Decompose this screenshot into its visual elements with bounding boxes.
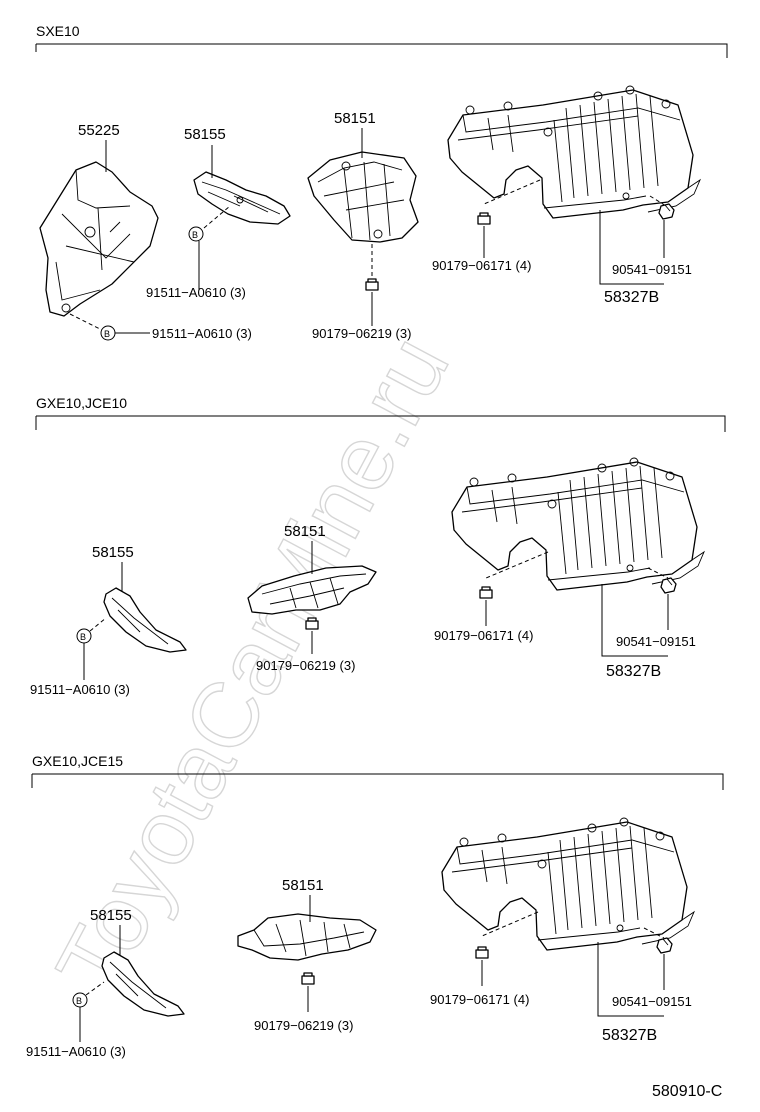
label-58155: 58155	[92, 544, 134, 561]
part-58151-insulator	[247, 565, 377, 615]
section-gxe10-jce15: GXE10,JCE15 58155 B 91511−A0610 (3) 5815…	[26, 753, 724, 1059]
label-58327b: 58327B	[602, 1027, 657, 1044]
section-sxe10: SXE10 55225 58155 B 91511−A0610 (3)	[35, 23, 728, 341]
section-header: SXE10	[36, 23, 80, 39]
clip-b-marker: B	[104, 329, 110, 339]
part-58151-insulator	[237, 913, 377, 961]
part-58155-shield	[193, 171, 291, 225]
label-clip-91511-a: 91511−A0610 (3)	[146, 285, 246, 300]
label-nut-90179-06171: 90179−06171 (4)	[432, 258, 531, 273]
part-58155-shield	[103, 587, 187, 653]
clip-b-marker: B	[192, 230, 198, 240]
label-clip-91511-b: 91511−A0610 (3)	[152, 326, 252, 341]
label-nut-90179-06219: 90179−06219 (3)	[312, 326, 411, 341]
label-58327b: 58327B	[606, 663, 661, 680]
clip-b-marker: B	[76, 996, 82, 1006]
label-nut-90179-06171: 90179−06171 (4)	[434, 628, 533, 643]
label-bolt-90541: 90541−09151	[612, 262, 692, 277]
part-58327b-cover	[441, 817, 695, 951]
label-nut-90179-06219: 90179−06219 (3)	[254, 1018, 353, 1033]
section-header: GXE10,JCE15	[32, 753, 123, 769]
label-55225: 55225	[78, 122, 120, 139]
part-58155-shield	[101, 951, 185, 1017]
section-header: GXE10,JCE10	[36, 395, 127, 411]
label-nut-90179-06171: 90179−06171 (4)	[430, 992, 529, 1007]
label-58151: 58151	[334, 110, 376, 127]
section-gxe10-jce10: GXE10,JCE10 58155 B 91511−A0610 (3) 5815…	[30, 395, 726, 697]
label-58151: 58151	[284, 523, 326, 540]
drawing-id: 580910-C	[652, 1083, 722, 1100]
clip-b-marker: B	[80, 632, 86, 642]
label-58151: 58151	[282, 877, 324, 894]
label-bolt-90541: 90541−09151	[612, 994, 692, 1009]
part-58327b-cover	[447, 85, 701, 219]
label-nut-90179-06219: 90179−06219 (3)	[256, 658, 355, 673]
label-clip-91511: 91511−A0610 (3)	[26, 1044, 126, 1059]
label-58155: 58155	[184, 126, 226, 143]
label-58327b: 58327B	[604, 289, 659, 306]
part-58151-insulator	[307, 151, 419, 243]
label-clip-91511: 91511−A0610 (3)	[30, 682, 130, 697]
part-55225-bracket	[39, 161, 159, 317]
label-bolt-90541: 90541−09151	[616, 634, 696, 649]
label-58155: 58155	[90, 907, 132, 924]
part-58327b-cover	[451, 457, 705, 591]
